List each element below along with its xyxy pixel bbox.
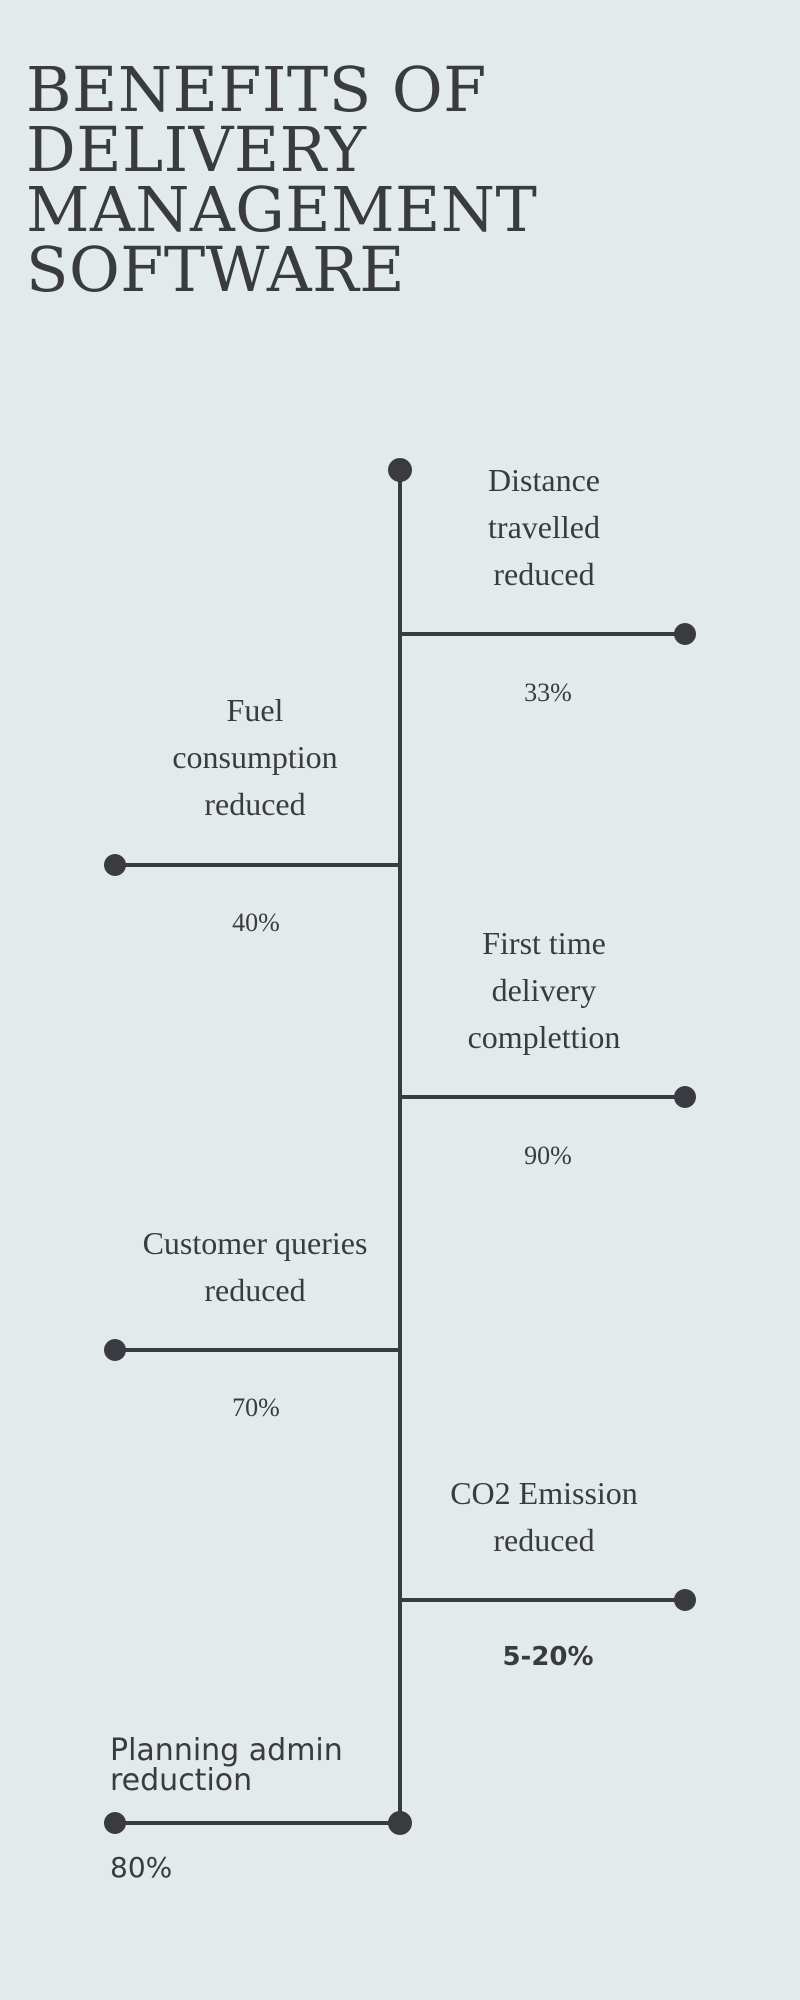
branch-dot-first-time bbox=[674, 1086, 696, 1108]
branch-dot-distance bbox=[674, 623, 696, 645]
milestone-value-planning: 80% bbox=[110, 1851, 173, 1884]
page-title: BENEFITS OF DELIVERY MANAGEMENT SOFTWARE bbox=[26, 53, 586, 306]
branch-dot-planning bbox=[104, 1812, 126, 1834]
branch-dot-customer bbox=[104, 1339, 126, 1361]
branch-dot-co2 bbox=[674, 1589, 696, 1611]
milestone-value-customer: 70% bbox=[232, 1393, 280, 1422]
title-line-1: BENEFITS OF bbox=[26, 53, 487, 126]
title-line-3: MANAGEMENT bbox=[26, 173, 538, 246]
milestone-label-customer: Customer queries reduced bbox=[142, 1225, 368, 1308]
branch-dot-fuel bbox=[104, 854, 126, 876]
title-line-4: SOFTWARE bbox=[26, 233, 406, 306]
milestone-label-fuel: Fuel consumption reduced bbox=[172, 692, 338, 822]
milestone-label-distance: Distance travelled reduced bbox=[488, 462, 600, 592]
milestone-value-co2: 5-20% bbox=[502, 1642, 594, 1672]
milestone-value-first-time: 90% bbox=[524, 1141, 572, 1170]
milestone-label-planning: Planning admin reduction bbox=[110, 1733, 343, 1798]
milestone-label-first-time: First time delivery complettion bbox=[467, 925, 621, 1055]
milestone-label-co2: CO2 Emission reduced bbox=[450, 1475, 638, 1558]
milestone-value-distance: 33% bbox=[524, 678, 572, 707]
title-line-2: DELIVERY bbox=[26, 113, 367, 186]
milestone-value-fuel: 40% bbox=[232, 908, 280, 937]
timeline-start-dot bbox=[388, 458, 412, 482]
